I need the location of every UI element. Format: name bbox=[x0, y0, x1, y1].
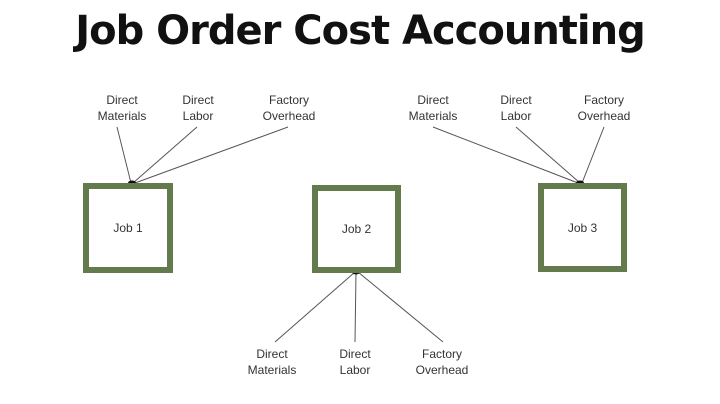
job1-direct-labor-label: Direct Labor bbox=[182, 93, 214, 123]
job3-materials-connector bbox=[432, 126, 579, 184]
job3-factory-overhead-label: Factory Overhead bbox=[577, 93, 631, 123]
job3-labor-connector bbox=[515, 126, 581, 184]
job3-direct-labor-label: Direct Labor bbox=[500, 93, 532, 123]
job2-label: Job 2 bbox=[341, 222, 372, 236]
job3-direct-materials-label: Direct Materials bbox=[408, 93, 458, 123]
job1-label: Job 1 bbox=[113, 221, 143, 235]
job1-materials-connector bbox=[116, 126, 132, 184]
job2-direct-materials-label: Direct Materials bbox=[247, 347, 297, 377]
job2-factory-overhead-label: Factory Overhead bbox=[415, 347, 469, 377]
job2-labor-connector bbox=[354, 271, 357, 343]
job3-label: Job 3 bbox=[567, 220, 598, 235]
job1-box: Job 1 bbox=[83, 183, 173, 273]
job3-box: Job 3 bbox=[538, 183, 627, 272]
job1-overhead-connector bbox=[134, 126, 289, 184]
job1-labor-connector bbox=[132, 126, 198, 184]
job1-direct-materials-label: Direct Materials bbox=[97, 93, 147, 123]
job2-materials-connector bbox=[274, 271, 356, 343]
job3-overhead-connector bbox=[581, 126, 605, 184]
diagram-title: Job Order Cost Accounting bbox=[75, 8, 646, 54]
job2-direct-labor-label: Direct Labor bbox=[339, 347, 371, 377]
job2-box: Job 2 bbox=[312, 185, 401, 273]
job2-overhead-connector bbox=[357, 271, 444, 343]
job1-factory-overhead-label: Factory Overhead bbox=[262, 93, 316, 123]
